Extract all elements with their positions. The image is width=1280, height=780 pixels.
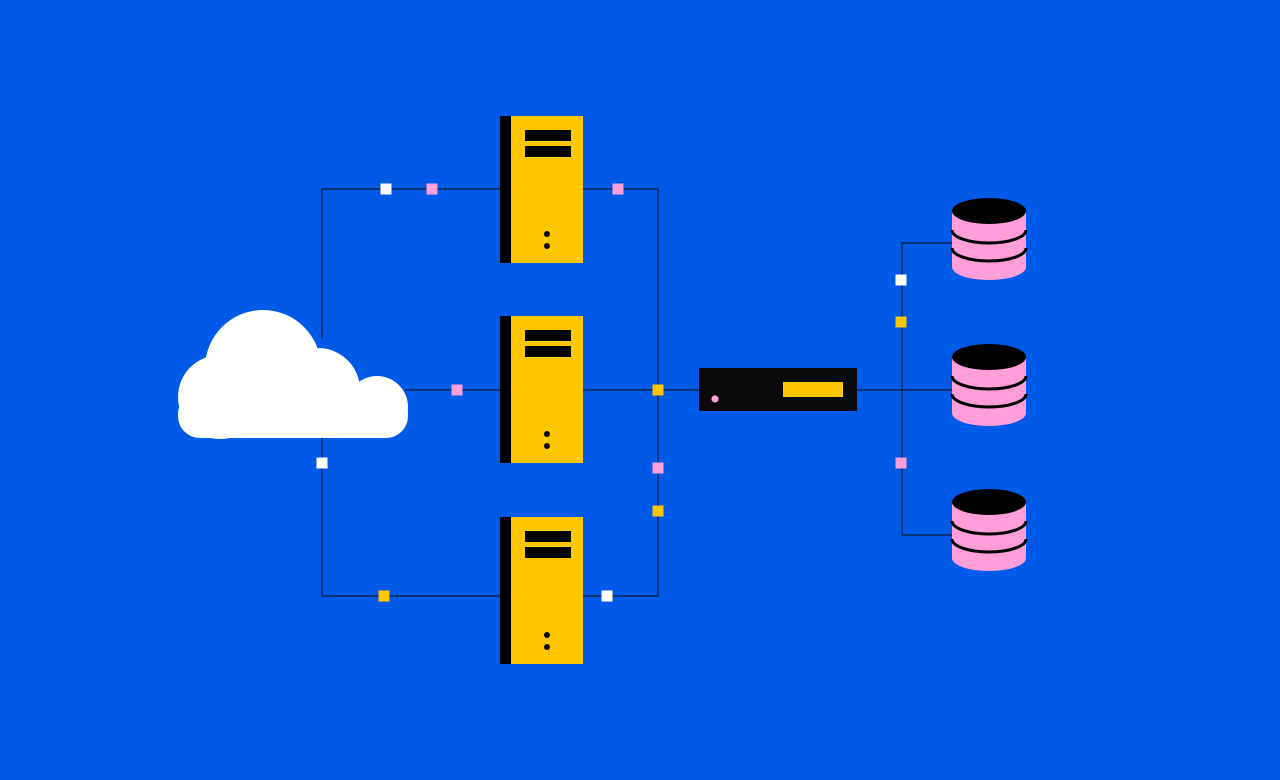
server-slot [525,547,571,558]
router-display [783,382,843,397]
database-band [950,538,1028,554]
server-side [500,316,511,463]
connection-marker [652,462,664,474]
database-icon [950,489,1028,571]
server-slot [525,531,571,542]
server-icon [500,517,583,664]
server-slot [525,346,571,357]
connection-markers [316,183,907,602]
database-group [950,198,1028,571]
server-led [544,243,550,249]
link-cloud-server-top [321,188,500,338]
server-slot [525,330,571,341]
connection-marker [612,183,624,195]
server-slot [525,146,571,157]
network-switch-icon [699,368,857,411]
database-top [952,344,1026,370]
server-led [544,644,550,650]
connection-marker [378,590,390,602]
database-band [950,247,1028,263]
database-body [952,211,1026,280]
connection-marker [426,183,438,195]
database-body [952,357,1026,426]
database-band [950,393,1028,409]
server-led [544,231,550,237]
server-led [544,443,550,449]
database-icon [950,344,1028,426]
server-icon [500,116,583,263]
connection-marker [380,183,392,195]
link-cloud-server-bottom [321,438,500,597]
database-band [950,375,1028,391]
database-band [950,229,1028,245]
database-body [952,502,1026,571]
database-top [952,198,1026,224]
server-led [544,431,550,437]
connection-marker [451,384,463,396]
database-icon [950,198,1028,280]
database-top [952,489,1026,515]
cloud-icon [178,310,408,439]
router-led [711,395,719,403]
server-side [500,517,511,664]
connection-marker [895,316,907,328]
server-group [500,116,583,664]
server-slot [525,130,571,141]
connection-marker [652,384,664,396]
connection-marker [895,457,907,469]
connection-marker [601,590,613,602]
server-led [544,632,550,638]
link-databases-bus [901,242,952,536]
server-side [500,116,511,263]
connection-marker [316,457,328,469]
connection-marker [652,505,664,517]
connection-marker [895,274,907,286]
database-band [950,520,1028,536]
server-icon [500,316,583,463]
